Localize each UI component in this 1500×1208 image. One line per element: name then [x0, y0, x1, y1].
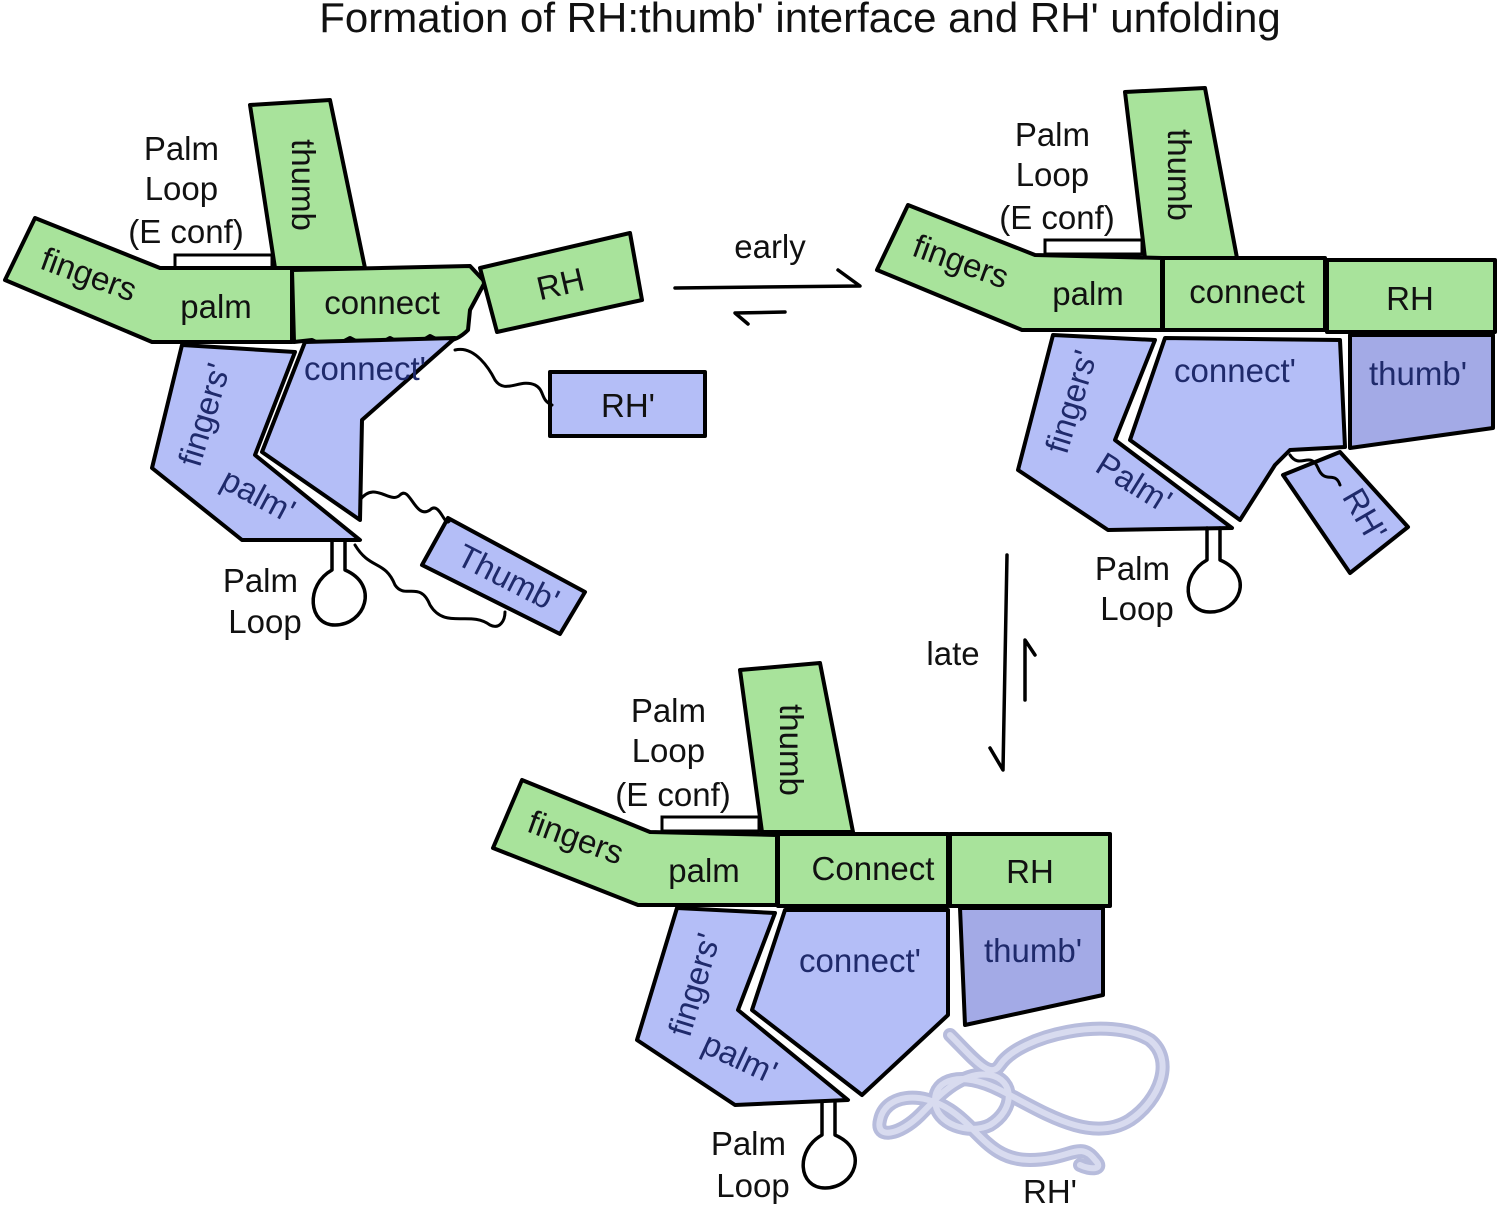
s3-thumb-label: thumb: [773, 704, 810, 796]
early-label: early: [734, 228, 806, 265]
s2-thumb-prime-label: thumb': [1369, 355, 1467, 392]
s3-rh-prime-label: RH': [1023, 1173, 1077, 1208]
s2-thumb-prime-domain: [1348, 333, 1495, 450]
early-reverse-arrow: [733, 310, 787, 326]
s2-connect-prime-label: connect': [1174, 352, 1296, 389]
s1-rh-domain: [478, 231, 644, 334]
s1-connect-prime-domain: [260, 336, 457, 522]
s2-palm-loop-e-conf-bar: [1043, 238, 1144, 256]
s1-connect-prime-label: connect': [304, 350, 426, 387]
s1-thumb-label: thumb: [285, 139, 322, 231]
s2-palm-loop-top-label: Palm Loop (E conf): [999, 116, 1115, 236]
s3-rh-label: RH: [1006, 853, 1054, 890]
s3-connect-prime-domain: [750, 908, 950, 1097]
s3-palm-loop-top-label: Palm Loop (E conf): [615, 692, 731, 813]
s1-linker-rh-prime: [453, 347, 554, 407]
s1-fingers-palm-prime-domain: [150, 343, 362, 542]
late-reverse-arrow: [1023, 638, 1037, 702]
s3-connect-prime-label: connect': [799, 942, 921, 979]
s1-palm-label: palm: [180, 288, 252, 325]
s3-rh-domain: [948, 832, 1112, 908]
late-equilibrium-arrows: late: [926, 553, 1037, 772]
s3-palm-loop-bottom: [801, 1101, 857, 1190]
late-forward-arrow: [988, 553, 1009, 772]
s3-fingers-palm-prime-domain: [635, 906, 850, 1107]
s2-rh-prime-domain: [1281, 450, 1410, 575]
s1-thumb-prime-domain: [420, 516, 587, 636]
late-label: late: [926, 635, 979, 672]
s1-rh-prime-label: RH': [601, 387, 655, 424]
state-1: Palm Loop (E conf) thumb fingers palm co…: [3, 98, 707, 640]
s1-rh-prime-domain: [548, 370, 707, 438]
s3-connect-domain: [776, 832, 950, 908]
s2-rh-domain: [1325, 258, 1497, 334]
s3-thumb-prime-domain: [958, 906, 1105, 1027]
s2-palm-loop-bottom: [1186, 526, 1242, 614]
s3-palm-loop-bottom-label: Palm Loop: [711, 1125, 795, 1204]
s3-palm-loop-e-conf-bar: [660, 815, 761, 833]
s2-linker-rh-prime: [1288, 453, 1342, 487]
s2-thumb-label: thumb: [1161, 129, 1198, 221]
early-equilibrium-arrows: early: [673, 228, 862, 326]
s2-fingers-palm-prime-domain: [1016, 333, 1234, 532]
s3-connect-label: Connect: [812, 850, 935, 887]
s2-palm-label: palm: [1052, 275, 1124, 312]
s1-linker-thumb-prime-top: [358, 490, 452, 524]
diagram-title: Formation of RH:thumb' interface and RH'…: [319, 0, 1281, 41]
s3-thumb-prime-label: thumb': [984, 932, 1082, 969]
s3-palm-label: palm: [668, 852, 740, 889]
s2-connect-label: connect: [1189, 273, 1305, 310]
s1-palm-loop-top-label: Palm Loop (E conf): [128, 130, 244, 250]
s2-rh-label: RH: [1386, 280, 1434, 317]
s1-connect-label: connect: [324, 284, 440, 321]
s2-palm-loop-bottom-label: Palm Loop: [1095, 550, 1179, 627]
state-3: Palm Loop (E conf) thumb fingers palm Co…: [491, 661, 1170, 1208]
s1-palm-loop-bottom: [311, 538, 367, 627]
s2-connect-prime-domain: [1128, 336, 1347, 522]
s3-unfolded-rh-prime-coil: [872, 1021, 1170, 1176]
state-2: Palm Loop (E conf) thumb fingers palm co…: [875, 86, 1497, 627]
s1-linker-thumb-prime-bottom: [353, 543, 507, 628]
s1-palm-loop-bottom-label: Palm Loop: [223, 562, 307, 640]
early-forward-arrow: [673, 268, 862, 290]
